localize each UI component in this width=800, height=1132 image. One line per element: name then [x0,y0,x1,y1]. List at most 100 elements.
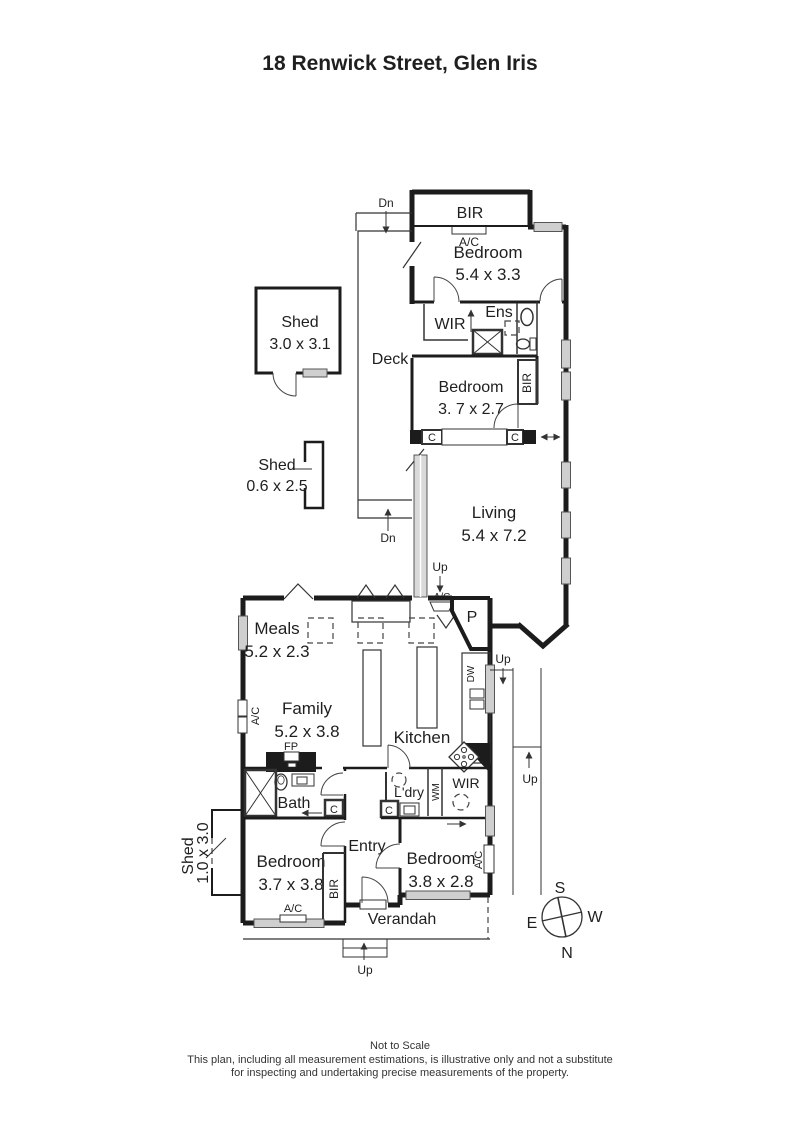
toilet-bowl [277,775,285,785]
wm-label: WM [431,783,442,801]
compass-s: S [555,880,566,897]
deck-label: Deck [372,351,409,368]
ac-mid-label: A/C [434,592,451,603]
door-arc [272,372,297,397]
dn-top-label: Dn [378,196,393,210]
window [302,368,328,378]
bedroom4-label: Bedroom [407,849,476,868]
upper-building: BIR A/C Bedroom 5.4 x 3.3 WIR Ens De [355,189,571,650]
shed3-dims: 1.0 x 3.0 [195,822,212,883]
shed2-label: Shed [258,457,295,474]
bir-robe [517,359,538,405]
burner [462,755,466,759]
skylight [408,617,435,644]
burner [460,746,468,754]
ac-left-label: A/C [250,707,262,725]
up-right2-label: Up [522,772,538,786]
wall [527,190,566,230]
door-arc [320,821,346,847]
dw-label: DW [466,665,477,682]
living-label: Living [472,503,516,522]
window [561,511,571,539]
toilet-cistern [529,337,537,351]
ac-bottom-label: A/C [284,903,302,915]
ac-right-label: A/C [473,851,485,869]
vanity-basin [296,776,308,785]
compass-w: W [587,909,603,926]
bedroom1-label: Bedroom [454,243,523,262]
bir3-label: BIR [327,879,341,899]
door-arc [493,403,519,429]
ensuite-label: Ens [485,304,513,321]
wall-break [283,583,314,600]
page-title: 18 Renwick Street, Glen Iris [262,52,537,75]
ac-unit [279,914,307,923]
burner [453,753,461,761]
disclaimer-line2: for inspecting and undertaking precise m… [231,1067,569,1079]
family-label: Family [282,699,333,718]
compass-e: E [527,915,538,932]
window [485,805,495,837]
door-arc [387,744,411,769]
door-arc [361,876,389,904]
skylight [357,617,384,644]
window [533,222,563,232]
bath-label: Bath [278,795,311,812]
compass-needle-ew [541,911,583,922]
step-unit [429,601,454,612]
ac-unit [237,716,248,734]
vanity [291,773,315,787]
shed3-door-mark [205,837,227,859]
skylight [307,617,334,644]
notch-mark [436,614,456,630]
bir-top-label: BIR [457,205,484,222]
kitchen-island [362,649,382,747]
disclaimer-line1: This plan, including all measurement est… [187,1054,613,1066]
porch-marks [356,583,405,599]
pantry-wall [450,596,490,651]
dn-deck-label: Dn [380,531,395,545]
cupboard [323,798,345,818]
compass: S E W N [527,880,604,962]
door-arc [433,276,460,303]
up-right-label: Up [495,652,511,666]
meals-label: Meals [254,619,299,638]
ac-bracket [451,227,487,235]
up-bottom-label: Up [357,963,373,977]
porch-steps [351,600,411,623]
cupboard-label: C [511,432,519,444]
shed1-outline [254,286,342,375]
bay-window-wall [516,622,570,650]
shed2-dims: 0.6 x 2.5 [246,478,307,495]
fp-label: FP [284,741,298,753]
shower [243,768,278,818]
cupboard-label: C [385,805,393,817]
door-arc [320,772,344,796]
shower-x [244,769,277,817]
walkway [490,668,542,895]
window [238,615,248,651]
family-dims: 5.2 x 3.8 [274,722,339,741]
living-dims: 5.4 x 7.2 [461,526,526,545]
window [561,339,571,369]
wall-segment [410,430,422,444]
kitchen-label: Kitchen [394,728,451,747]
kitchen-island [416,646,438,729]
wir-wall [423,304,468,341]
bedroom2-label: Bedroom [439,379,504,396]
bedroom3-label: Bedroom [257,852,326,871]
window [561,371,571,401]
fireplace-opening [283,751,300,762]
ac-unit [483,844,495,874]
up-mid-label: Up [432,560,448,574]
laundry-label: L'dry [394,784,424,800]
compass-circle [541,896,583,938]
ac-top-label: A/C [459,235,479,249]
bench [441,428,508,446]
toilet [515,338,531,350]
shower-x [472,329,503,355]
deck-outline [355,212,412,519]
bedroom3-dims: 3.7 x 3.8 [258,875,323,894]
